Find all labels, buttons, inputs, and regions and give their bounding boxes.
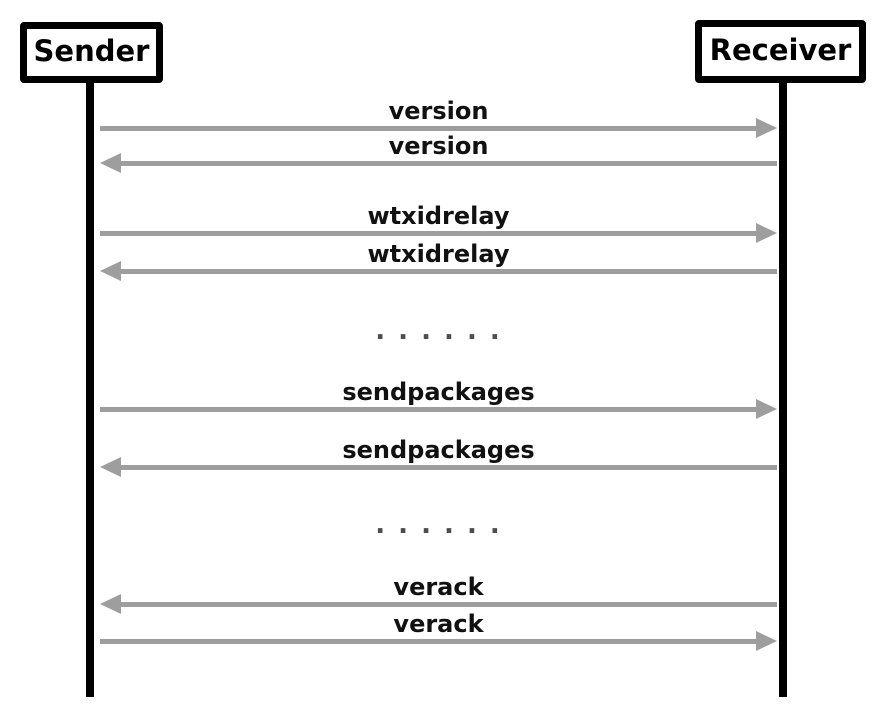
message-arrow-line bbox=[100, 407, 758, 412]
message-arrow-line bbox=[100, 639, 758, 644]
message-arrowhead-right bbox=[756, 223, 777, 243]
message-label-wtxidrelay: wtxidrelay bbox=[367, 202, 510, 230]
message-arrowhead-left bbox=[100, 594, 121, 614]
lifeline-receiver bbox=[779, 83, 787, 697]
actor-box-receiver: Receiver bbox=[695, 20, 866, 83]
ellipsis-dots: . . . . . . bbox=[375, 510, 502, 540]
message-arrowhead-left bbox=[100, 153, 121, 173]
message-label-wtxidrelay: wtxidrelay bbox=[367, 240, 510, 268]
message-arrow-line bbox=[119, 602, 777, 607]
message-label-verack: verack bbox=[393, 610, 484, 638]
message-arrowhead-left bbox=[100, 261, 121, 281]
ellipsis-dots: . . . . . . bbox=[375, 316, 502, 346]
actor-label-sender: Sender bbox=[33, 34, 150, 68]
message-label-sendpackages: sendpackages bbox=[342, 436, 535, 464]
message-arrowhead-right bbox=[756, 118, 777, 138]
message-label-version: version bbox=[388, 97, 489, 125]
message-arrow-line bbox=[100, 231, 758, 236]
actor-box-sender: Sender bbox=[20, 22, 163, 83]
message-label-version: version bbox=[388, 132, 489, 160]
message-arrowhead-right bbox=[756, 399, 777, 419]
message-arrow-line bbox=[100, 126, 758, 131]
message-arrow-line bbox=[119, 269, 777, 274]
message-arrow-line bbox=[119, 161, 777, 166]
actor-label-receiver: Receiver bbox=[709, 33, 852, 67]
lifeline-sender bbox=[86, 83, 94, 697]
message-arrowhead-left bbox=[100, 457, 121, 477]
message-arrow-line bbox=[119, 465, 777, 470]
message-label-sendpackages: sendpackages bbox=[342, 378, 535, 406]
message-arrowhead-right bbox=[756, 631, 777, 651]
message-label-verack: verack bbox=[393, 573, 484, 601]
